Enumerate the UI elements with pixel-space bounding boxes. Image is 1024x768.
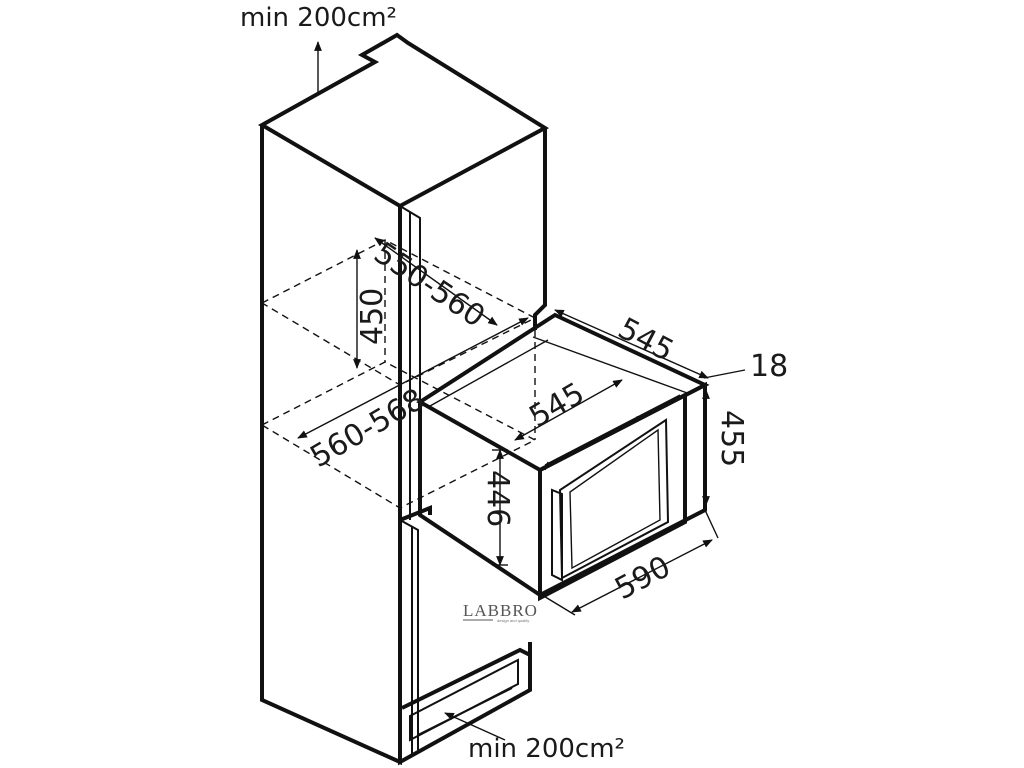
dim-appliance-height-front: 455 bbox=[714, 410, 749, 467]
watermark-brand: LABBRO bbox=[463, 601, 538, 620]
watermark-tagline: design and quality bbox=[497, 618, 529, 623]
dim-appliance-depth-side: 545 bbox=[524, 376, 591, 435]
dim-niche-height: 450 bbox=[355, 288, 390, 345]
dim-appliance-height-back: 446 bbox=[480, 470, 515, 527]
dim-door-thickness: 18 bbox=[750, 349, 788, 384]
watermark-logo: LABBRO design and quality bbox=[463, 601, 538, 623]
dim-niche-width: 560-568 bbox=[305, 382, 431, 475]
vent-label-bottom: min 200cm² bbox=[468, 734, 625, 764]
dimension-lines bbox=[297, 41, 746, 741]
vent-label-top: min 200cm² bbox=[240, 3, 397, 33]
